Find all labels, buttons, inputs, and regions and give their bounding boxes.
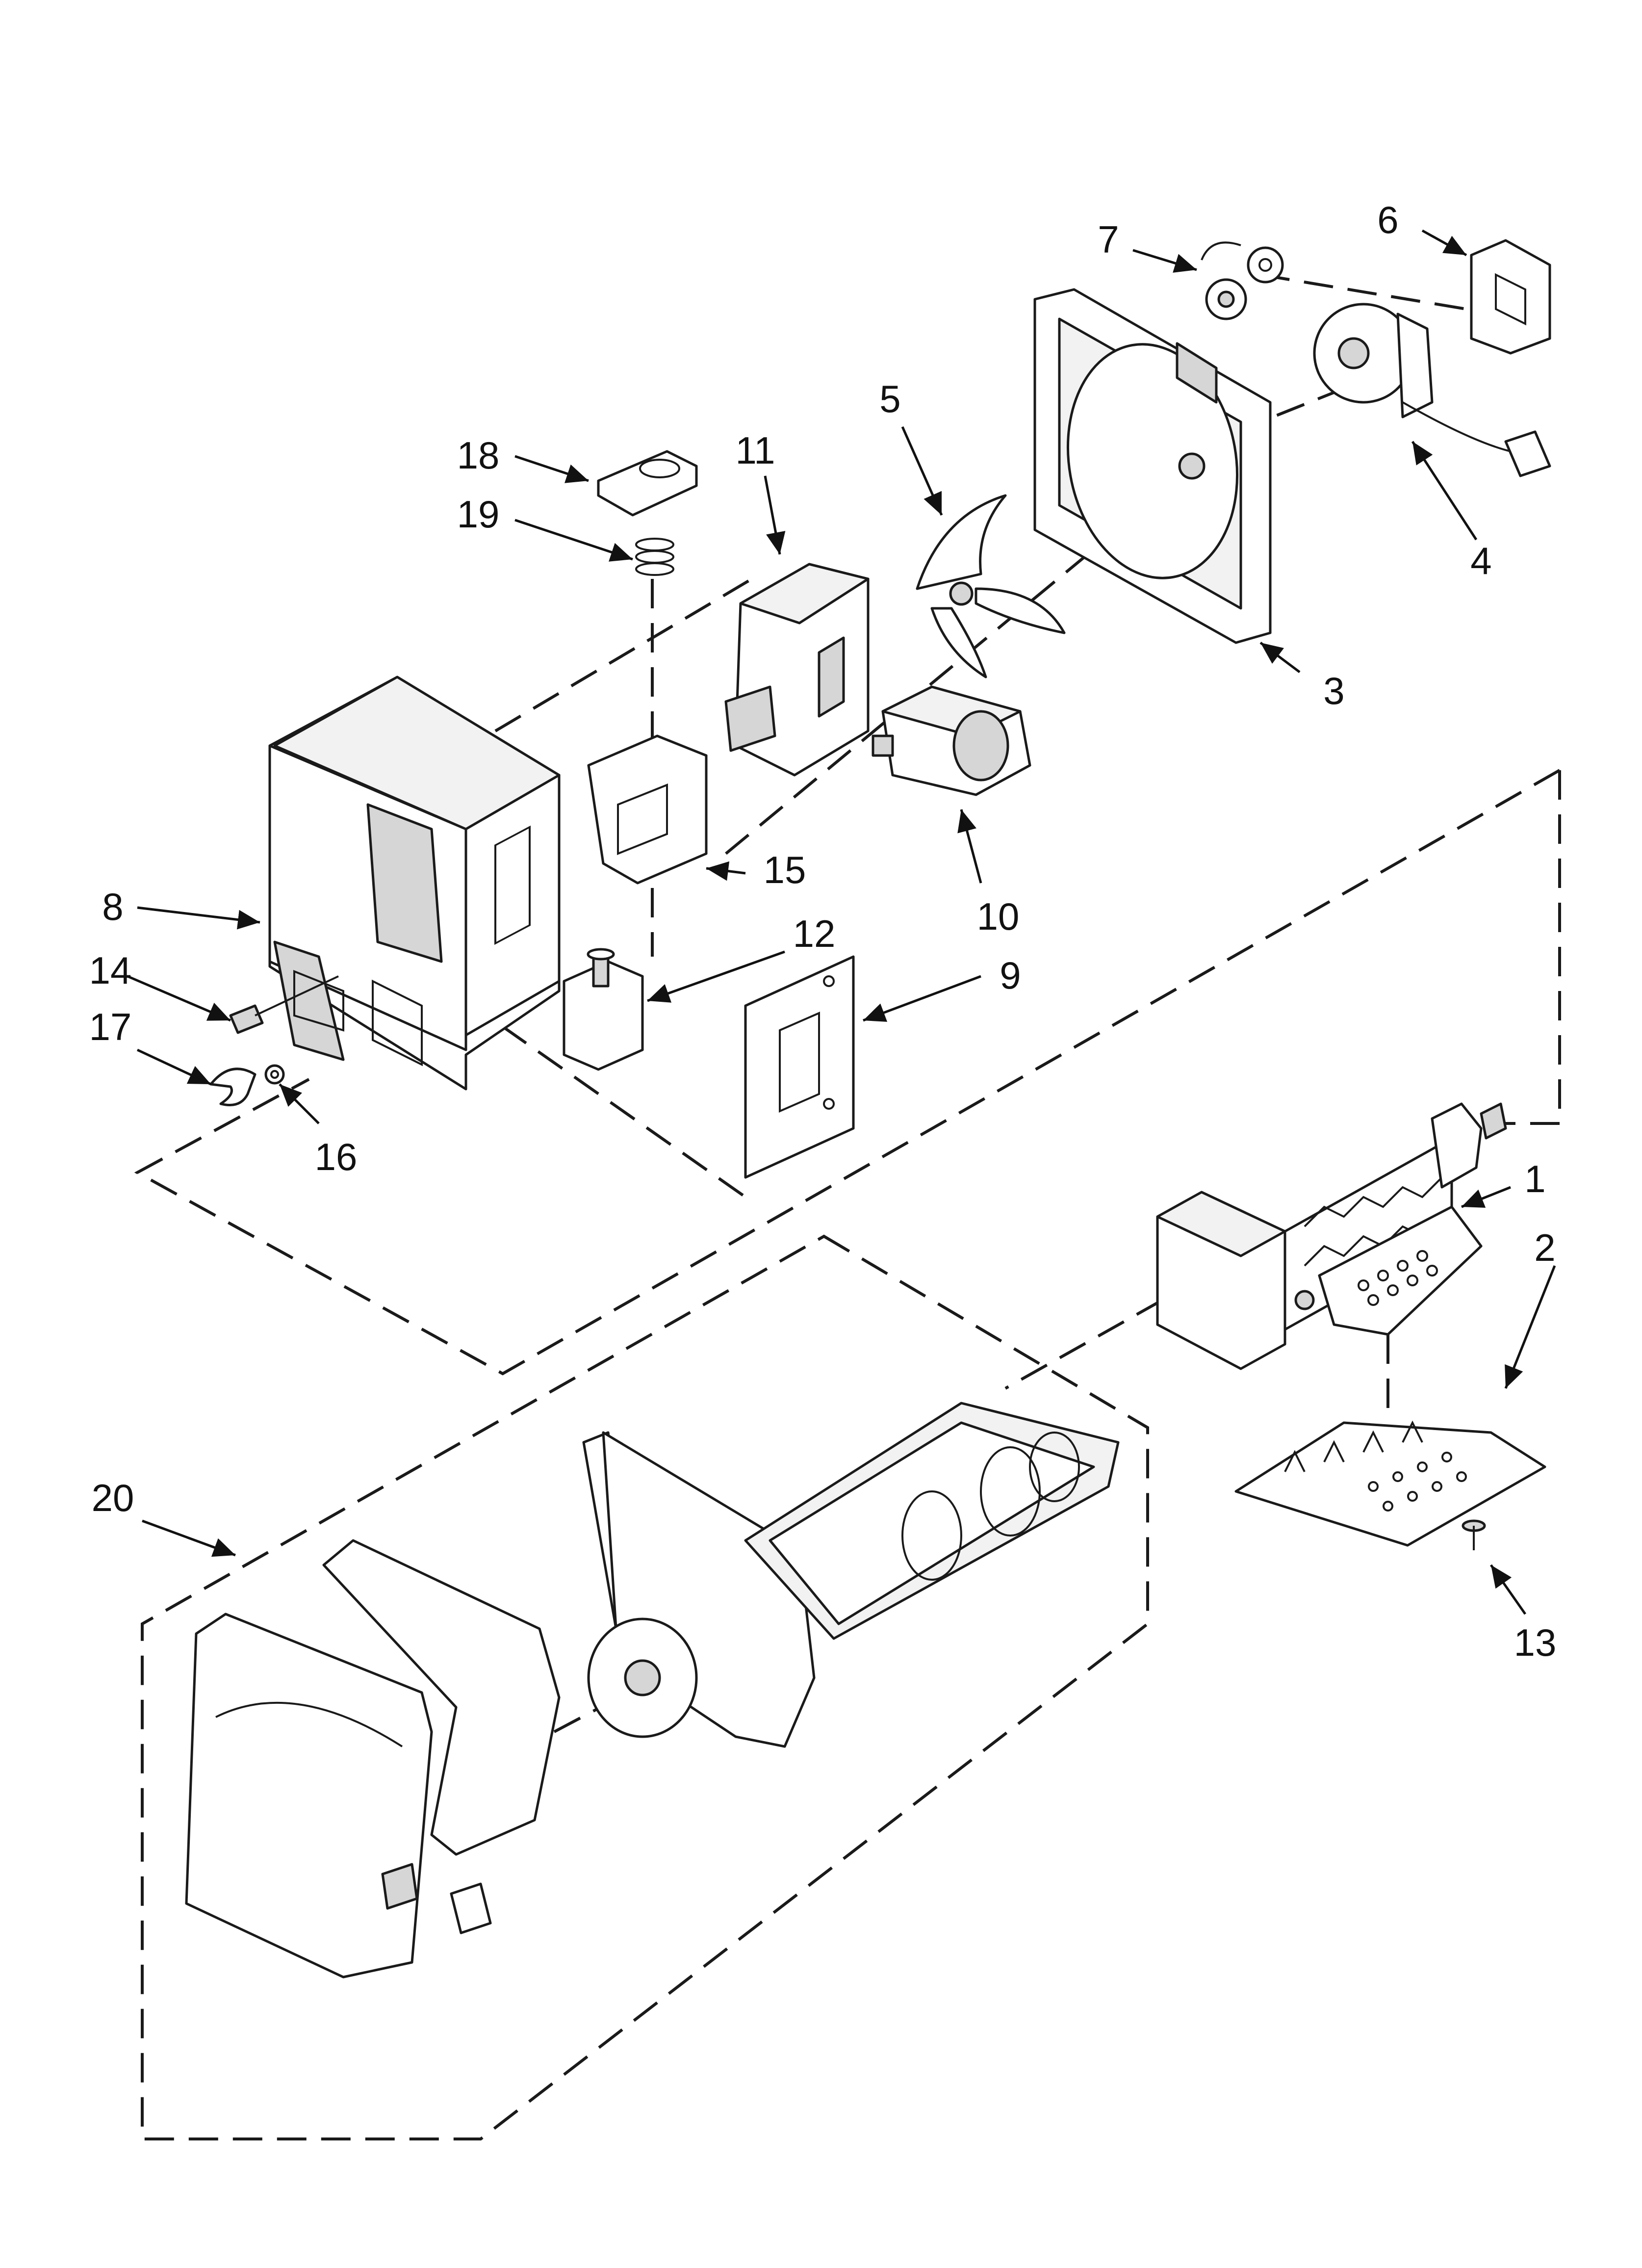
part-2-ice-rack: [1234, 1420, 1546, 1547]
part-13-screw: [1462, 1519, 1486, 1550]
top-guide: [1260, 273, 1496, 315]
callout-13: 13: [1514, 1621, 1557, 1664]
plate-guide: [465, 999, 746, 1199]
callout-16: 16: [315, 1135, 358, 1178]
callout-6: 6: [1377, 198, 1398, 241]
callout-2: 2: [1534, 1226, 1555, 1269]
callout-7: 7: [1098, 218, 1119, 261]
part-4-fan-motor: [1313, 303, 1551, 477]
callout-17: 17: [89, 1005, 132, 1048]
part-15-bracket: [587, 734, 708, 885]
part-12-solenoid: [563, 948, 644, 1071]
callout-11: 11: [736, 429, 775, 472]
callout-19: 19: [457, 493, 500, 536]
part-3-fan-frame: [1033, 288, 1272, 644]
bucket-assembly-boundary: [141, 1234, 1149, 2140]
callout-10: 10: [977, 895, 1020, 938]
part-7-bearing: [1201, 241, 1284, 320]
callout-leaders: [127, 229, 1556, 1615]
callout-18: 18: [457, 434, 500, 477]
callout-3: 3: [1323, 669, 1344, 712]
part-17-clip: [209, 1068, 257, 1106]
part-6-bracket: [1470, 239, 1551, 355]
callout-14: 14: [89, 949, 132, 992]
assembly-loop-guide-2: [134, 769, 1561, 1376]
callout-4: 4: [1470, 539, 1491, 582]
part-18-cap: [597, 450, 698, 517]
callout-20: 20: [92, 1476, 134, 1519]
assembly-loop-guide: [1486, 770, 1561, 1125]
part-11-switch-housing: [724, 563, 870, 777]
part-5-fan-blade: [916, 494, 1066, 678]
part-10-motor: [872, 685, 1031, 796]
part-14-screw: [229, 975, 339, 1034]
part-16-washer: [264, 1064, 285, 1085]
callout-8: 8: [102, 885, 123, 928]
icemaker-guide: [1004, 1299, 1163, 1390]
housing-to-motor-guide: [494, 573, 761, 732]
part-8-housing: [268, 676, 561, 1091]
part-19-spring: [635, 538, 674, 576]
part-20-bucket-assembly: [185, 1402, 1120, 1979]
callout-15: 15: [764, 848, 806, 891]
part-9-plate: [744, 955, 855, 1179]
callout-9: 9: [1000, 954, 1021, 997]
callout-5: 5: [879, 377, 900, 420]
callout-labels: 1 2 3 4 5 6 7 8 9 10 11 12 13 14 15 16 1…: [89, 198, 1557, 1664]
callout-1: 1: [1524, 1157, 1545, 1200]
callout-12: 12: [793, 912, 836, 955]
part-1-icemaker: [1156, 1102, 1507, 1370]
